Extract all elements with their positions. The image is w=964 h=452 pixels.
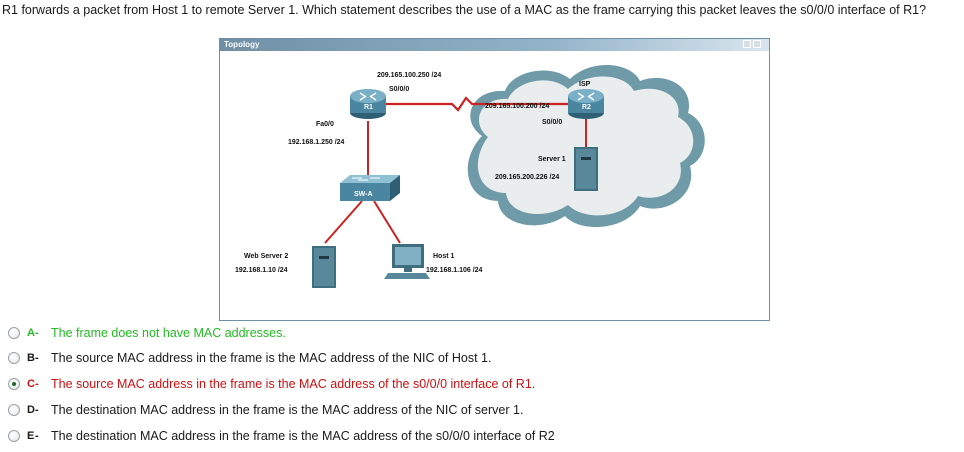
r1-name: R1 [364, 104, 373, 111]
option-letter: E [27, 430, 35, 442]
topology-diagram: R1 R2 SW-A [235, 64, 705, 288]
host1-pc-icon[interactable] [384, 244, 430, 279]
option-text: The destination MAC address in the frame… [51, 429, 555, 443]
host1-ip: 192.168.1.106 /24 [426, 267, 483, 274]
r1-fa-if: Fa0/0 [316, 121, 334, 128]
radio-button[interactable] [8, 327, 20, 339]
server1-name: Server 1 [538, 156, 566, 163]
radio-button-selected[interactable] [8, 378, 20, 390]
radio-button[interactable] [8, 430, 20, 442]
r1-serial-if: S0/0/0 [389, 86, 409, 93]
switch-name: SW-A [354, 191, 373, 198]
webserver2-icon[interactable] [312, 246, 336, 288]
router-r1-icon[interactable] [350, 89, 386, 119]
r2-serial-ip: 209.165.100.200 /24 [485, 103, 549, 110]
radio-button[interactable] [8, 352, 20, 364]
server1-icon[interactable] [574, 147, 598, 191]
topology-window: Topology R1 [219, 38, 770, 321]
topology-title: Topology [224, 40, 260, 49]
topology-titlebar: Topology [220, 39, 769, 51]
radio-selected-dot [12, 382, 16, 386]
question-text: R1 forwards a packet from Host 1 to remo… [2, 3, 927, 17]
option-letter: A [27, 327, 35, 339]
option-letter: C [27, 378, 35, 390]
server1-ip: 209.165.200.226 /24 [495, 174, 559, 181]
switch-swa-icon[interactable] [340, 175, 400, 201]
links [324, 96, 587, 244]
router-r2-icon[interactable] [568, 89, 604, 119]
r1-serial-ip: 209.165.100.250 /24 [377, 72, 441, 79]
radio-button[interactable] [8, 404, 20, 416]
host1-name: Host 1 [433, 253, 455, 260]
option-text: The source MAC address in the frame is t… [51, 351, 492, 365]
option-text: The source MAC address in the frame is t… [51, 377, 536, 391]
maximize-icon[interactable] [753, 40, 761, 48]
isp-label: ISP [579, 81, 591, 88]
option-letter: D [27, 404, 35, 416]
option-text: The destination MAC address in the frame… [51, 403, 524, 417]
r2-serial-if: S0/0/0 [542, 119, 562, 126]
r2-name: R2 [582, 104, 591, 111]
webserver-ip: 192.168.1.10 /24 [235, 267, 288, 274]
option-letter: B [27, 352, 35, 364]
minimize-icon[interactable] [743, 40, 751, 48]
webserver-name: Web Server 2 [244, 253, 288, 260]
r1-fa-ip: 192.168.1.250 /24 [288, 139, 345, 146]
option-text: The frame does not have MAC addresses. [51, 326, 286, 340]
